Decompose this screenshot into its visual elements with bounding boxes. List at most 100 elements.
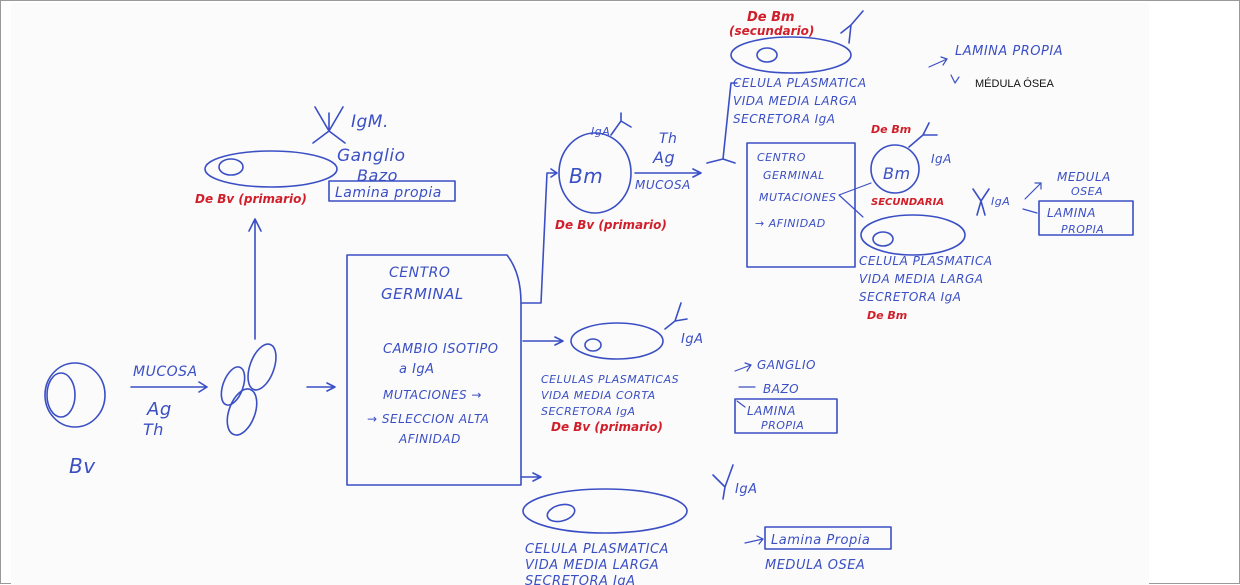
de-bm-secundario-1: De Bm xyxy=(747,10,795,25)
lamina-propia-box xyxy=(328,180,456,202)
arrow-gc-to-bm xyxy=(520,168,558,304)
secondary-germinal-center-box xyxy=(746,142,856,268)
de-bm-label-2: De Bm xyxy=(867,309,907,322)
arrow-bm-to-secondary xyxy=(634,168,702,178)
top-pc-line-2: VIDA MEDIA LARGA xyxy=(733,94,858,108)
iga-antibody-icon-6 xyxy=(712,464,734,500)
de-bv-primario-label-3: De Bv (primario) xyxy=(551,420,663,434)
iga-antibody-icon-1 xyxy=(610,112,632,136)
bot-pc-line-2: VIDA MEDIA LARGA xyxy=(525,558,659,573)
iga-antibody-icon-3 xyxy=(908,122,938,148)
ganglio-label: Ganglio xyxy=(337,146,406,166)
memory-b-cell xyxy=(558,132,632,214)
mid-bazo-label: BAZO xyxy=(763,382,799,396)
gc-seleccion-1: → SELECCION ALTA xyxy=(367,412,489,426)
gc-mutaciones: MUTACIONES → xyxy=(383,388,482,402)
cg2-line-1: CENTRO xyxy=(757,151,806,164)
right-iga-label: IgA xyxy=(991,195,1010,208)
gc-cambio-2: a IgA xyxy=(399,362,435,377)
bot-pc-line-3: SECRETORA IgA xyxy=(525,574,636,585)
arrow-to-proliferation xyxy=(130,381,208,393)
mid-pc-line-2: VIDA MEDIA CORTA xyxy=(541,389,656,402)
arrow-to-lamina-top xyxy=(928,56,948,68)
lamina-right-1: LAMINA xyxy=(1047,206,1096,220)
de-bm-label: De Bm xyxy=(871,123,911,136)
de-bv-primario-label-2: De Bv (primario) xyxy=(555,218,667,232)
arrow-up-to-igm xyxy=(248,218,262,340)
iga-antibody-icon-5 xyxy=(664,302,688,330)
secundaria-label: SECUNDARIA xyxy=(871,197,944,208)
bot-medula-label: MEDULA OSEA xyxy=(765,558,865,573)
bazo-label: Bazo xyxy=(357,166,398,185)
gc-title-1: CENTRO xyxy=(389,265,450,281)
arrow-to-ganglio-mid xyxy=(734,362,752,372)
gc-title-2: GERMINAL xyxy=(381,285,464,303)
mucosa-label: MUCOSA xyxy=(133,364,198,380)
bm2-iga-label: IgA xyxy=(931,152,952,166)
proliferating-cells xyxy=(220,343,277,436)
mid-pc-line-3: SECRETORA IgA xyxy=(541,405,636,418)
bot-lamina-label: Lamina Propia xyxy=(771,533,870,548)
lamina-right-2: PROPIA xyxy=(1061,223,1104,236)
pc-right-line-3: SECRETORA IgA xyxy=(859,290,962,304)
igm-label: IgM. xyxy=(351,112,389,132)
de-bv-primario-label-1: De Bv (primario) xyxy=(195,192,307,206)
top-plasma-cell xyxy=(730,36,852,74)
de-bm-secundario-2: (secundario) xyxy=(729,24,814,38)
naive-b-cell xyxy=(44,362,106,428)
bot-pc-line-1: CELULA PLASMATICA xyxy=(525,542,669,557)
cg2-line-2: GERMINAL xyxy=(763,169,825,182)
lamina-propia-mid-box xyxy=(734,398,838,434)
arrow-gc-to-long-plasma xyxy=(520,472,542,482)
arrows-cg2-out xyxy=(838,182,872,218)
short-lived-plasma-cell xyxy=(570,322,664,360)
medula-osea-typed: MÉDULA ÓSEA xyxy=(975,77,1055,90)
lamina-propia-bottom-box xyxy=(764,526,892,550)
mid-iga-label: IgA xyxy=(681,332,703,347)
bracket-split xyxy=(706,82,738,164)
igm-antibody-icon xyxy=(312,106,346,144)
arrow-to-germinal-center xyxy=(306,382,336,392)
cg2-line-4: → AFINIDAD xyxy=(755,217,826,230)
germinal-center-box xyxy=(346,254,522,486)
top-pc-line-3: SECRETORA IgA xyxy=(733,112,836,126)
lamina-propia-right-box xyxy=(1038,200,1134,236)
bot-iga-label: IgA xyxy=(735,482,757,497)
pc-right-line-2: VIDA MEDIA LARGA xyxy=(859,272,984,286)
pc-right-line-1: CELULA PLASMATICA xyxy=(859,254,993,268)
th-label: Th xyxy=(143,420,164,439)
iga-antibody-icon-2 xyxy=(840,10,864,44)
arrow-to-lamina-mid xyxy=(736,400,746,408)
cg2-line-3: MUTACIONES xyxy=(759,191,837,204)
diagram-canvas: Bv MUCOSA Ag Th IgM. Ganglio Ba xyxy=(44,10,1134,585)
top-lamina-label: LAMINA PROPIA xyxy=(955,44,1063,59)
mid-lamina-1: LAMINA xyxy=(747,404,796,418)
bm-th-label: Th xyxy=(659,131,677,147)
right-plasma-cell xyxy=(860,214,966,256)
bottom-plasma-cell xyxy=(522,488,688,534)
bv-label: Bv xyxy=(69,454,96,478)
bm-ag-label: Ag xyxy=(652,148,675,167)
igm-plasma-cell xyxy=(204,150,338,188)
medula-label-1: MEDULA xyxy=(1057,170,1111,184)
arrow-gc-to-short-plasma xyxy=(522,336,564,346)
paper-sheet: Bv MUCOSA Ag Th IgM. Ganglio Ba xyxy=(11,3,1149,585)
mid-ganglio-label: GANGLIO xyxy=(757,358,816,372)
bm-cell-label: Bm xyxy=(569,164,603,188)
bm2-cell-label: Bm xyxy=(883,164,911,183)
gc-seleccion-2: AFINIDAD xyxy=(398,432,461,446)
mid-pc-line-1: CELULAS PLASMATICAS xyxy=(541,373,679,386)
secondary-memory-b-cell xyxy=(870,144,920,194)
gc-cambio-1: CAMBIO ISOTIPO xyxy=(383,342,498,357)
top-pc-line-1: CELULA PLASMATICA xyxy=(733,76,867,90)
arrow-to-lamina-right xyxy=(1022,208,1038,214)
bm-iga-label: IgA xyxy=(591,125,610,138)
iga-antibody-icon-4 xyxy=(972,188,990,216)
ag-label: Ag xyxy=(146,399,172,420)
arrow-to-medula-top xyxy=(950,74,960,84)
lamina-propia-label: Lamina propia xyxy=(335,185,442,201)
bm-mucosa-label: MUCOSA xyxy=(635,178,691,192)
arrow-to-medula-right xyxy=(1024,182,1042,200)
arrow-to-lamina-bottom xyxy=(744,535,764,545)
